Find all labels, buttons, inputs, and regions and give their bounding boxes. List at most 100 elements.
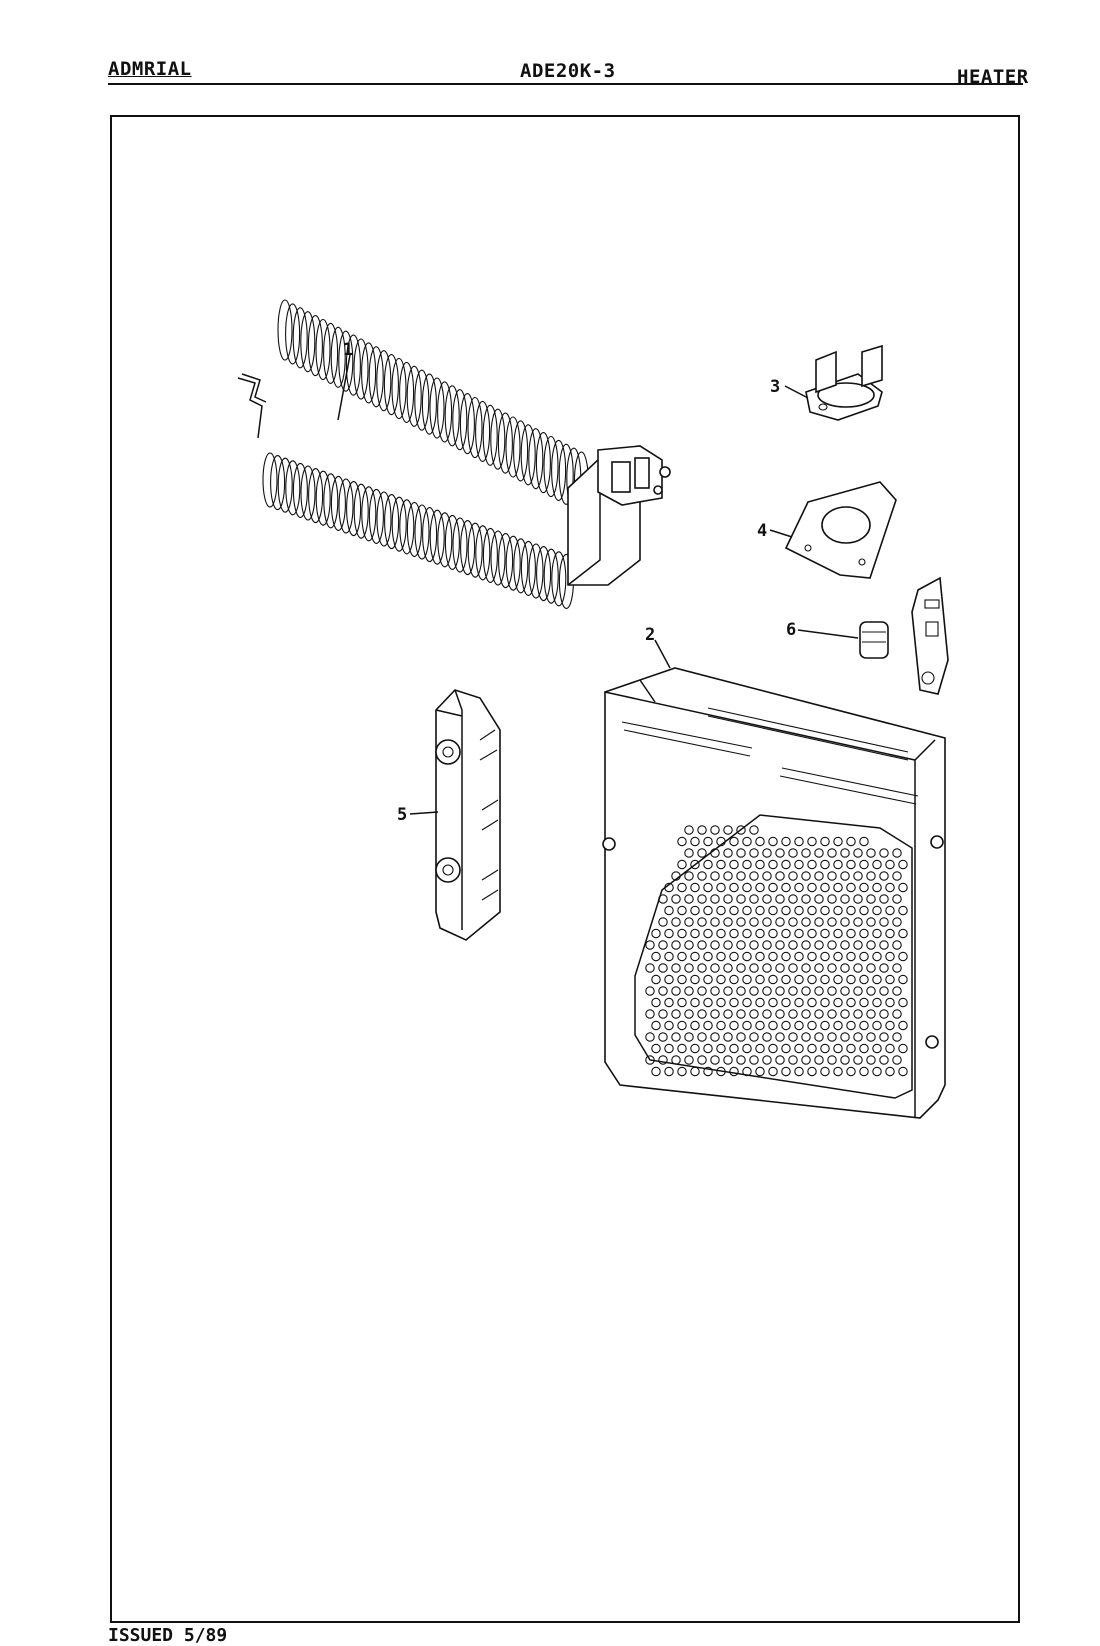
coil-loop xyxy=(399,361,415,423)
coil-loop xyxy=(376,491,392,547)
coil-loop xyxy=(391,496,407,552)
grille-hole xyxy=(781,1020,791,1031)
grille-hole xyxy=(736,963,746,973)
grille-hole xyxy=(749,894,759,904)
grille-hole xyxy=(846,951,856,962)
grille-hole xyxy=(755,882,765,893)
grille-hole xyxy=(697,963,707,973)
coil-loop xyxy=(300,311,316,373)
grille-hole xyxy=(690,1043,700,1054)
grille-hole xyxy=(827,894,837,904)
coil-loop xyxy=(368,488,384,544)
grille-hole xyxy=(742,974,752,985)
coil-loop xyxy=(490,530,506,586)
grille-hole xyxy=(762,871,772,881)
coil-loop xyxy=(383,354,399,416)
grille-hole xyxy=(645,940,655,950)
grille-hole xyxy=(671,871,681,881)
heater-element-part xyxy=(237,299,671,609)
grille-hole xyxy=(885,1020,895,1031)
grille-hole xyxy=(866,894,876,904)
grille-hole xyxy=(742,1043,752,1054)
grille-hole xyxy=(840,1009,850,1019)
grille-hole xyxy=(794,974,804,985)
grille-hole xyxy=(697,940,707,950)
grille-hole xyxy=(846,997,856,1008)
coil-loop xyxy=(437,381,453,443)
grille-hole xyxy=(729,882,739,893)
grille-hole xyxy=(898,882,908,893)
grille-hole xyxy=(645,1009,655,1019)
grille-hole xyxy=(885,997,895,1008)
coil-loop xyxy=(528,428,544,490)
grille-hole xyxy=(853,848,863,858)
grille-hole xyxy=(703,974,713,985)
grille-hole xyxy=(716,997,726,1008)
grille-hole xyxy=(710,917,720,927)
grille-hole xyxy=(749,848,759,858)
grille-hole xyxy=(697,871,707,881)
grille-hole xyxy=(658,963,668,973)
grille-hole xyxy=(716,882,726,893)
grille-hole xyxy=(775,848,785,858)
grille-hole xyxy=(859,951,869,962)
grille-hole xyxy=(697,986,707,996)
grille-hole xyxy=(794,1066,804,1077)
grille-hole xyxy=(840,986,850,996)
grille-hole xyxy=(664,951,674,962)
grille-hole xyxy=(729,836,739,847)
grille-hole xyxy=(749,940,759,950)
grille-hole xyxy=(872,974,882,985)
grille-hole xyxy=(794,1043,804,1054)
grille-hole xyxy=(807,905,817,916)
grille-hole xyxy=(684,1032,694,1042)
grille-hole xyxy=(658,940,668,950)
grille-hole xyxy=(892,1055,902,1065)
exploded-parts-diagram: 1 3 4 6 5 xyxy=(237,299,949,1119)
grille-hole xyxy=(879,917,889,927)
grille-hole xyxy=(801,894,811,904)
grille-hole xyxy=(664,928,674,939)
grille-hole xyxy=(742,928,752,939)
grille-hole xyxy=(762,940,772,950)
grille-hole xyxy=(781,836,791,847)
grille-hole xyxy=(840,871,850,881)
coil-loop xyxy=(551,439,567,501)
grille-hole xyxy=(664,882,674,893)
grille-hole xyxy=(723,848,733,858)
grille-hole xyxy=(729,928,739,939)
grille-hole xyxy=(690,951,700,962)
grille-hole xyxy=(703,1043,713,1054)
grille-hole xyxy=(775,1009,785,1019)
grille-hole xyxy=(651,1066,661,1077)
grille-hole xyxy=(833,928,843,939)
grille-hole xyxy=(768,882,778,893)
coil-loop xyxy=(429,377,445,439)
grille-hole xyxy=(781,951,791,962)
grille-hole xyxy=(723,917,733,927)
grille-hole xyxy=(697,1055,707,1065)
grille-hole xyxy=(677,928,687,939)
grille-hole xyxy=(833,997,843,1008)
grille-hole xyxy=(755,951,765,962)
coil-bottom-row xyxy=(262,452,574,609)
grille-hole xyxy=(645,963,655,973)
grille-hole xyxy=(677,1043,687,1054)
perforated-grille xyxy=(645,825,908,1077)
grille-hole xyxy=(703,905,713,916)
grille-hole xyxy=(703,928,713,939)
brand-label: ADMRIAL xyxy=(108,58,192,80)
coil-loop xyxy=(551,551,567,607)
coil-loop xyxy=(361,342,377,404)
grille-hole xyxy=(684,963,694,973)
grille-hole xyxy=(840,1055,850,1065)
grille-hole xyxy=(677,997,687,1008)
grille-hole xyxy=(814,986,824,996)
grille-hole xyxy=(781,997,791,1008)
coil-loop xyxy=(513,420,529,482)
grille-hole xyxy=(658,917,668,927)
grille-hole xyxy=(729,951,739,962)
grille-hole xyxy=(716,836,726,847)
grille-hole xyxy=(755,1066,765,1077)
grille-hole xyxy=(866,917,876,927)
